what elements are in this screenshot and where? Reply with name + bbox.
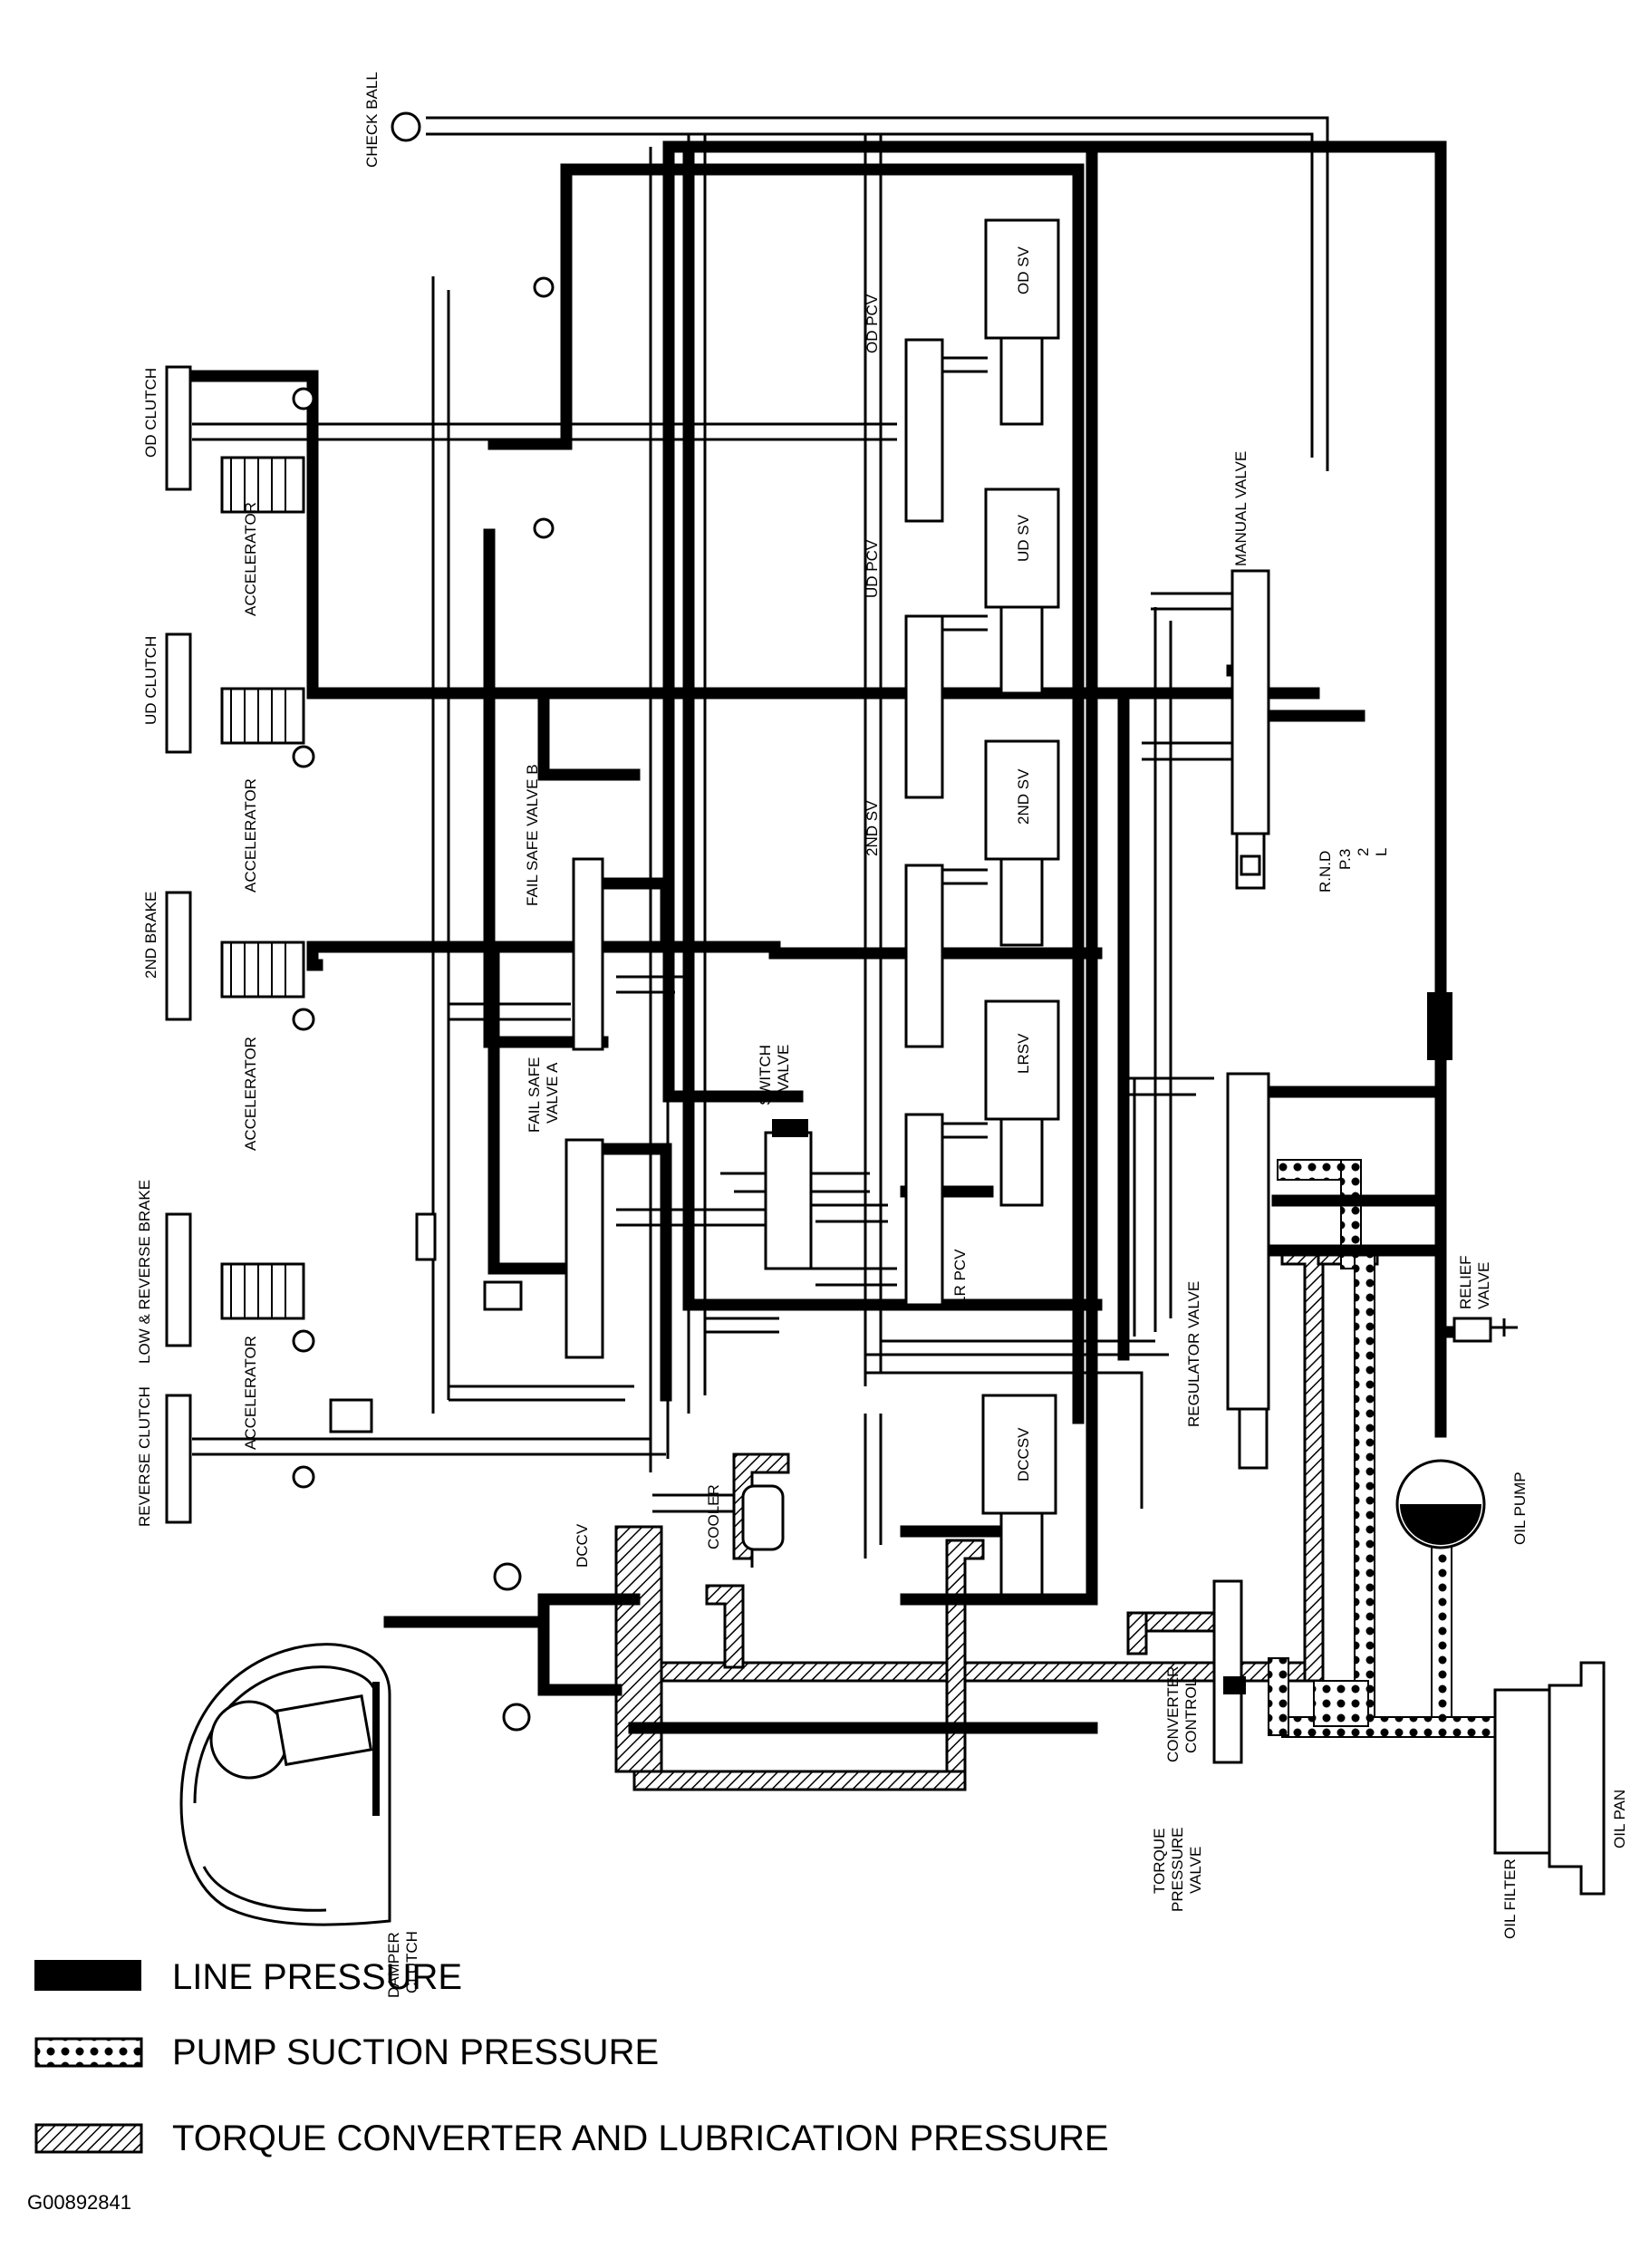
accumulator-od (220, 387, 315, 514)
torque-pressure-valve-label-2: PRESSURE (1169, 1827, 1186, 1912)
legend-label-lube: TORQUE CONVERTER AND LUBRICATION PRESSUR… (172, 2118, 1109, 2158)
lr-pcv-body (904, 1113, 944, 1307)
reverse-clutch-block (165, 1394, 192, 1524)
clutch-blocks (165, 365, 192, 1524)
relief-valve-label-2: VALVE (1475, 1262, 1492, 1309)
lr-pcv-label: LR PCV (951, 1249, 969, 1305)
legend-label-suction: PUMP SUCTION PRESSURE (172, 2032, 659, 2072)
relief-valve-label-1: RELIEF (1457, 1255, 1474, 1309)
converter-control-label-1: CONVERTER (1164, 1666, 1182, 1762)
2nd-sv-side-label: 2ND SV (864, 800, 881, 856)
fail-safe-valve-a-body (564, 1138, 604, 1359)
relief-valve-body (1452, 1317, 1492, 1343)
damper-clutch-label-1: DAMPER (385, 1932, 402, 1998)
regulator-valve-body (1226, 1072, 1270, 1411)
legend-swatch-line-pressure (34, 1960, 141, 1991)
lrsv-box (984, 999, 1060, 1121)
accelerator-label-3: ACCELERATOR (242, 1037, 259, 1151)
cooler-label: COOLER (705, 1484, 722, 1549)
legend-label-line-pressure: LINE PRESSURE (172, 1957, 462, 1997)
switch-valve-body (764, 1131, 813, 1270)
switch-valve-label-2: VALVE (775, 1045, 792, 1092)
oil-pump-label: OIL PUMP (1511, 1472, 1529, 1545)
od-pcv-label: OD PCV (864, 294, 881, 353)
manual-valve-label: MANUAL VALVE (1232, 451, 1250, 566)
range-label-3: 2 (1355, 848, 1372, 856)
accumulator-lr (220, 1262, 315, 1353)
range-label-1: R.N.D (1317, 851, 1334, 893)
range-label-2: P.3 (1336, 849, 1354, 870)
lr-brake-label: LOW & REVERSE BRAKE (136, 1180, 153, 1364)
accelerator-label-1: ACCELERATOR (242, 502, 259, 616)
accumulator-2nd (220, 941, 315, 1031)
od-clutch-block (165, 365, 192, 491)
legend-swatch-lube (34, 2123, 143, 2154)
dccsv-label: DCCSV (1015, 1427, 1032, 1481)
reverse-clutch-label: REVERSE CLUTCH (136, 1386, 153, 1527)
passages-thin (192, 116, 1329, 1568)
converter-control-label-2: CONTROL (1182, 1678, 1200, 1753)
cooler-body (741, 1484, 785, 1551)
2nd-sv-box-label: 2ND SV (1015, 768, 1032, 825)
check-ball-label: CHECK BALL (363, 72, 381, 168)
fail-safe-valve-b-body (572, 857, 604, 1051)
legend-swatch-suction (34, 2037, 143, 2068)
ud-clutch-label: UD CLUTCH (142, 636, 159, 725)
torque-pressure-valve-body (1212, 1579, 1243, 1764)
regulator-valve-label: REGULATOR VALVE (1185, 1281, 1202, 1427)
oil-pan-body (1548, 1661, 1606, 1896)
switch-valve-label-1: SWITCH (757, 1045, 774, 1105)
torque-pressure-valve-label-1: TORQUE (1151, 1829, 1168, 1894)
valves (179, 111, 1606, 1926)
dccv-label: DCCV (574, 1523, 591, 1568)
figure-code: G00892841 (27, 2191, 131, 2214)
accumulators (220, 387, 373, 1489)
torque-pressure-valve-label-3: VALVE (1187, 1847, 1204, 1894)
dccsv-box (981, 1394, 1057, 1515)
od-pcv-body (904, 338, 944, 523)
od-sv-box (984, 218, 1060, 340)
2nd-brake-block (165, 891, 192, 1021)
2nd-brake-label: 2ND BRAKE (142, 892, 159, 979)
accumulator-rc (292, 1398, 373, 1489)
lr-brake-block (165, 1212, 192, 1347)
od-clutch-label: OD CLUTCH (142, 368, 159, 458)
damper-clutch-label-2: CLUTCH (403, 1931, 420, 1993)
fail-safe-valve-a-label-1: FAIL SAFE (526, 1057, 543, 1133)
oil-filter-body (1493, 1688, 1551, 1855)
ud-sv-box (984, 487, 1060, 609)
range-label-4: L (1373, 848, 1390, 856)
lrsv-label: LRSV (1015, 1033, 1032, 1074)
accelerator-label-2: ACCELERATOR (242, 778, 259, 893)
ud-clutch-block (165, 632, 192, 754)
ud-pcv-body (904, 614, 944, 799)
dccv-body (614, 1525, 663, 1773)
legend: LINE PRESSURE PUMP SUCTION PRESSURE TORQ… (27, 1957, 1109, 2214)
od-sv-label: OD SV (1015, 246, 1032, 294)
accumulator-ud (220, 687, 315, 768)
oil-pan-label: OIL PAN (1611, 1790, 1628, 1848)
check-ball-top (391, 111, 421, 142)
oil-filter-label: OIL FILTER (1501, 1858, 1519, 1939)
torque-converter (179, 1562, 531, 1926)
fail-safe-valve-a-label-2: VALVE A (544, 1062, 561, 1124)
manual-valve-body (1230, 569, 1270, 835)
accelerator-label-4: ACCELERATOR (242, 1336, 259, 1450)
ud-pcv-label: UD PCV (864, 539, 881, 598)
labels: CHECK BALL OD CLUTCH UD CLUTCH 2ND BRAKE… (136, 72, 1628, 1998)
line-pressure-circuit (184, 140, 1465, 1734)
fail-safe-valve-b-label: FAIL SAFE VALVE B (524, 764, 541, 906)
ud-sv-label: UD SV (1015, 514, 1032, 562)
2nd-pcv-body (904, 864, 944, 1048)
